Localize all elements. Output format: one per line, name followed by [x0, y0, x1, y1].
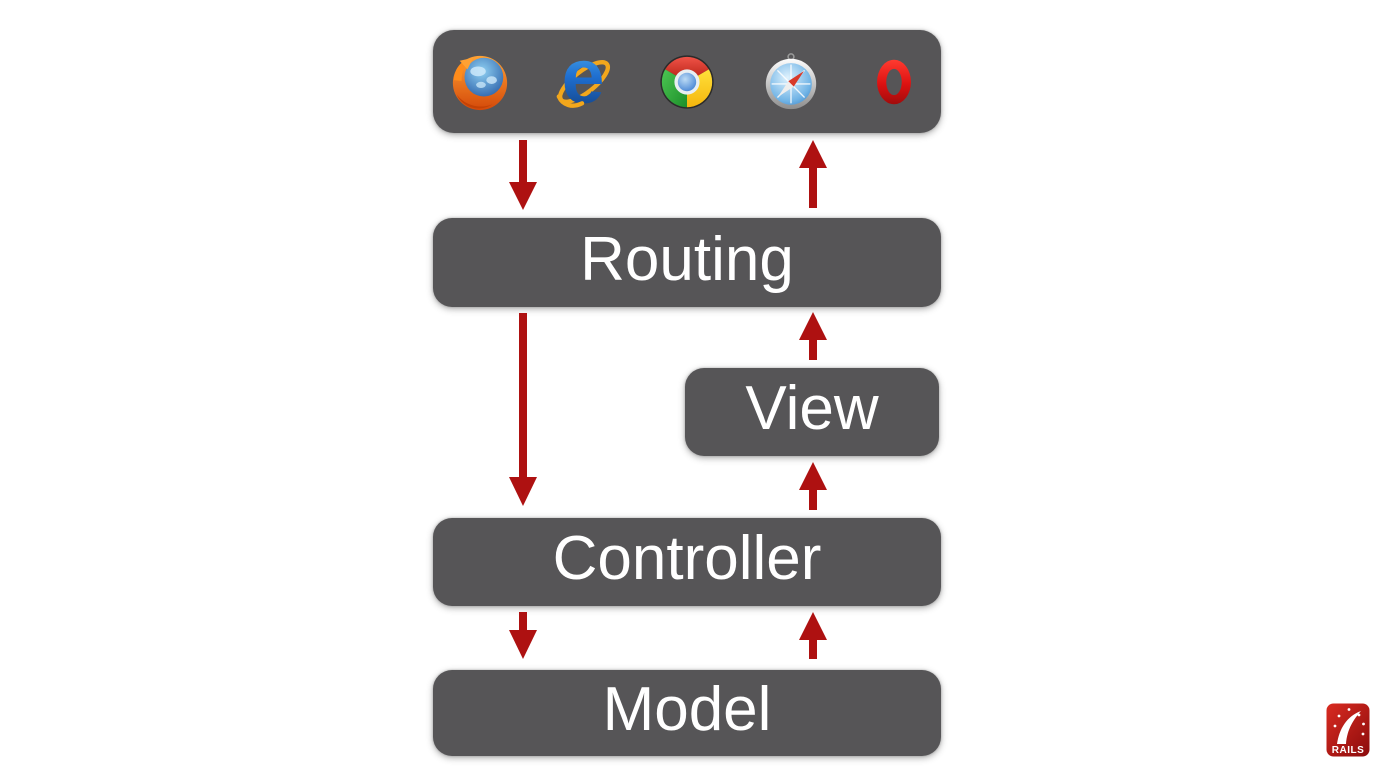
arrow-routing-to-browsers: [799, 140, 827, 208]
arrow-view-to-routing: [799, 312, 827, 360]
node-controller: Controller: [433, 518, 941, 606]
routing-label: Routing: [580, 224, 794, 294]
opera-icon: [877, 59, 911, 104]
safari-icon: [765, 52, 816, 109]
arrow-routing-to-controller: [509, 313, 537, 506]
view-label: View: [745, 374, 879, 443]
arrow-controller-to-model: [509, 612, 537, 659]
chrome-icon: [660, 54, 714, 109]
node-model: Model: [433, 670, 941, 756]
controller-label: Controller: [552, 524, 822, 593]
node-view: View: [685, 368, 939, 456]
rails-logo: RAILS: [1326, 703, 1370, 757]
browsers-bar: e: [433, 30, 941, 133]
arrow-model-to-controller: [799, 612, 827, 659]
arrow-browsers-to-routing: [509, 140, 537, 210]
firefox-icon: [452, 55, 508, 110]
node-routing: Routing: [433, 218, 941, 307]
arrow-controller-to-view: [799, 462, 827, 510]
model-label: Model: [602, 675, 772, 744]
rails-logo-label: RAILS: [1332, 745, 1365, 756]
internet-explorer-icon: e: [556, 51, 610, 113]
